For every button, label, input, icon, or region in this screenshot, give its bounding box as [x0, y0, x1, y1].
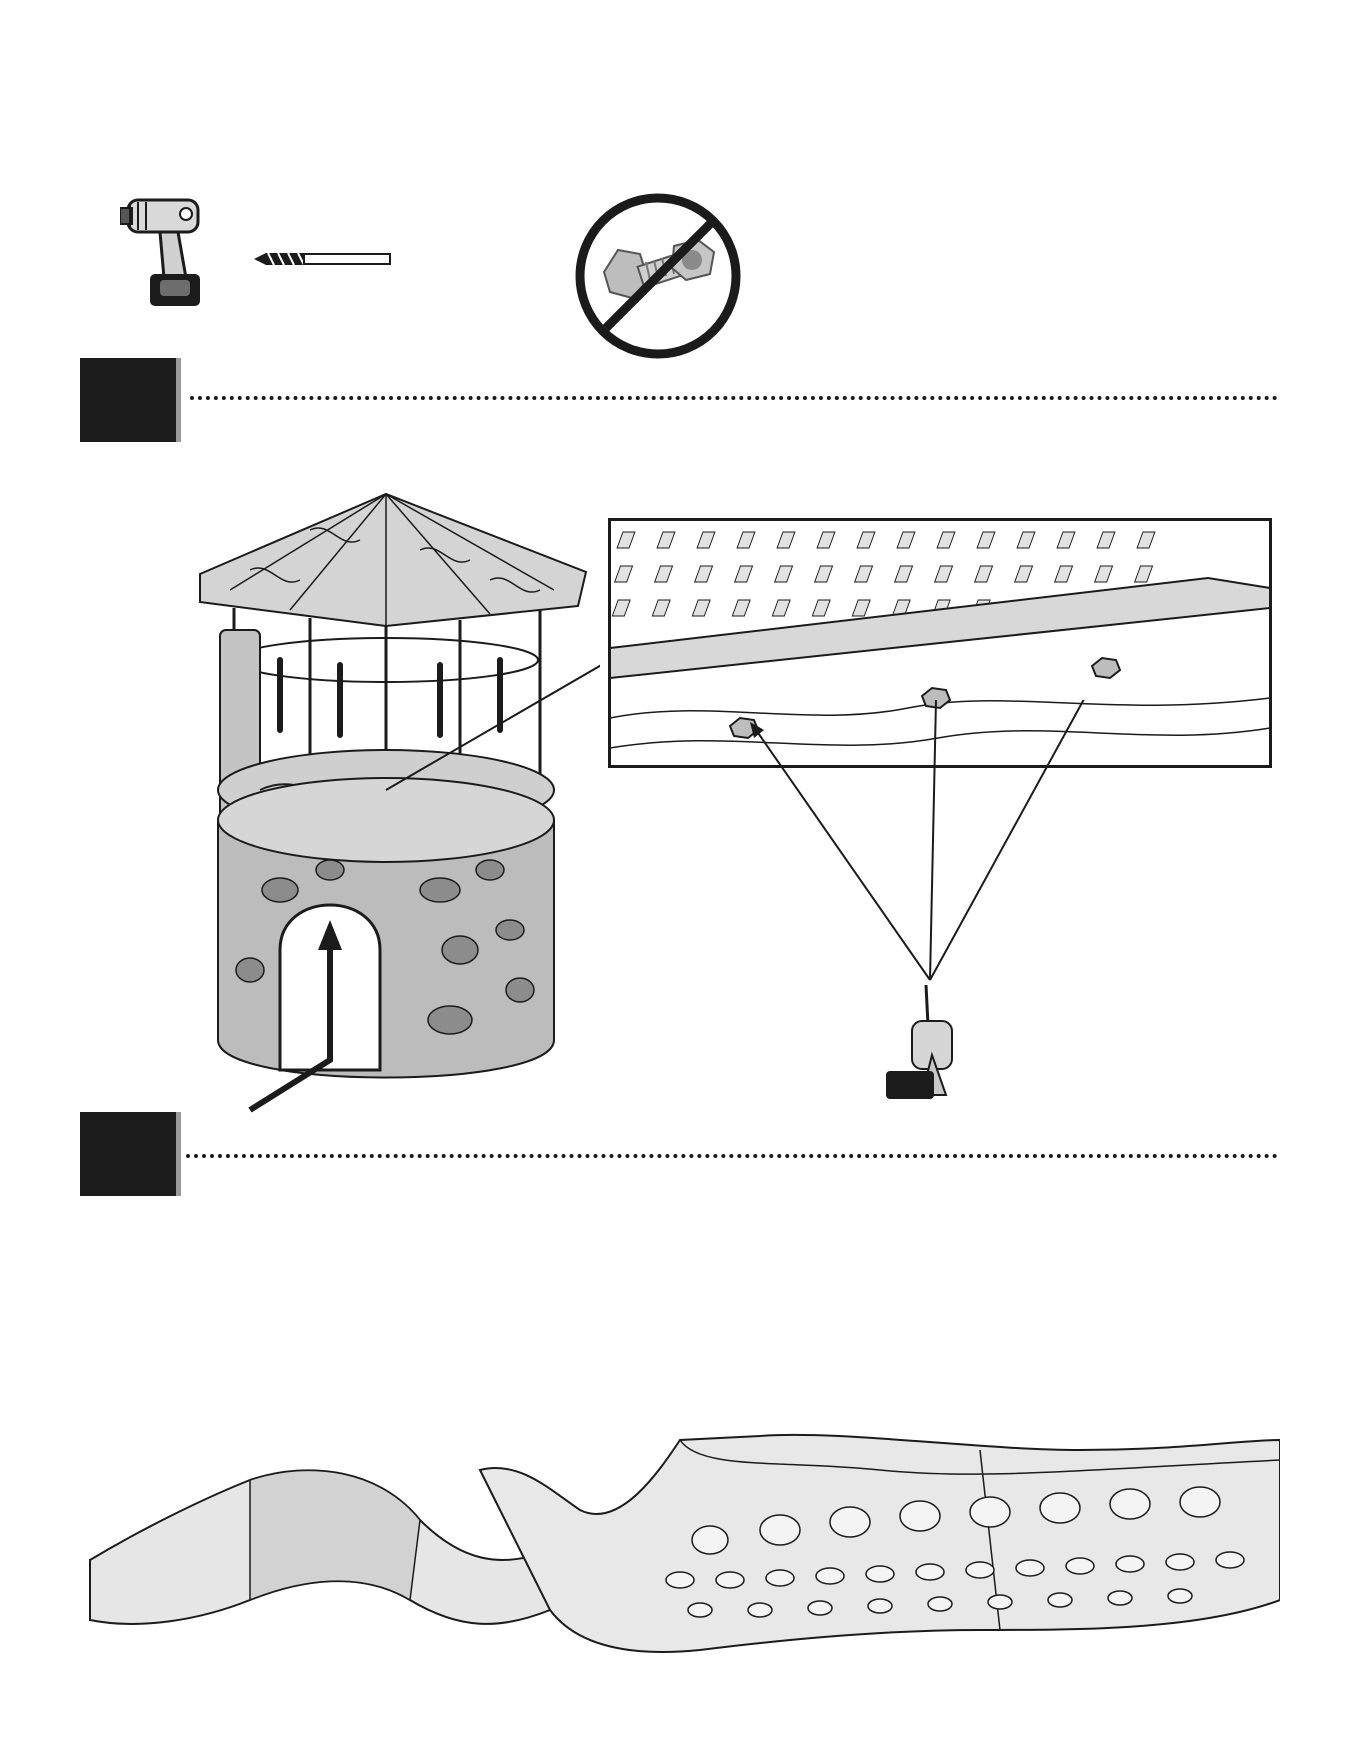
- step-2-divider: [186, 1154, 1278, 1158]
- step-1-divider: [190, 396, 1278, 400]
- drill-bit-icon: [252, 250, 392, 268]
- playhouse-tower-illustration: [190, 490, 600, 1130]
- step-2-marker: [80, 1112, 176, 1196]
- cordless-drill-icon: [120, 188, 232, 316]
- no-nut-bolt-icon: [574, 188, 742, 364]
- cordless-drill-icon-small: [882, 985, 992, 1105]
- drill-pointer-arrows: [600, 700, 1160, 1120]
- step-1-marker: [80, 358, 176, 442]
- wave-slide-illustration: [80, 1430, 1280, 1690]
